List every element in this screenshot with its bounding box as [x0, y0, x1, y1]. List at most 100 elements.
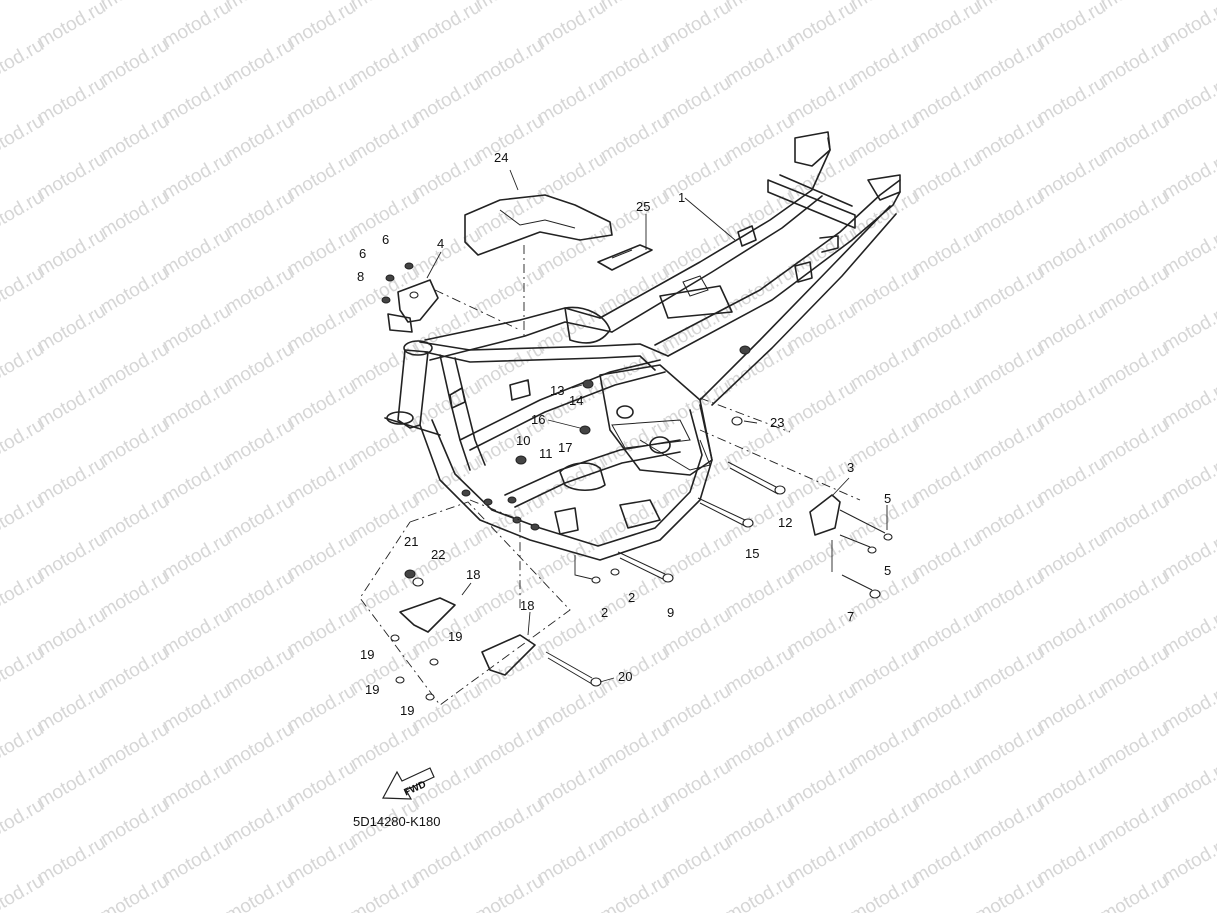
watermark-text: motod.ru [597, 263, 672, 319]
watermark-text: motod.ru [34, 453, 109, 509]
watermark-text: motod.ru [409, 301, 484, 357]
watermark-text: motod.ru [97, 719, 172, 775]
watermark-text: motod.ru [159, 149, 234, 205]
watermark-text: motod.ru [347, 0, 422, 14]
watermark-text: motod.ru [0, 339, 47, 395]
watermark-text: motod.ru [1034, 73, 1109, 129]
watermark-text: motod.ru [1034, 529, 1109, 585]
watermark-text: motod.ru [847, 719, 922, 775]
watermark-text: motod.ru [659, 833, 734, 889]
watermark-text: motod.ru [1034, 757, 1109, 813]
watermark-text: motod.ru [1159, 605, 1217, 661]
watermark-text: motod.ru [722, 187, 797, 243]
watermark-text: motod.ru [722, 719, 797, 775]
part-label-21: 21 [404, 534, 418, 549]
watermark-text: motod.ru [1159, 529, 1217, 585]
watermark-text: motod.ru [97, 871, 172, 913]
watermark-text: motod.ru [659, 225, 734, 281]
part-label-25: 25 [636, 199, 650, 214]
watermark-text: motod.ru [909, 0, 984, 52]
bracket-4 [397, 279, 439, 323]
watermark-text: motod.ru [659, 681, 734, 737]
watermark-text: motod.ru [1159, 73, 1217, 129]
part-label-4: 4 [437, 236, 444, 251]
watermark-text: motod.ru [597, 111, 672, 167]
watermark-text: motod.ru [847, 643, 922, 699]
watermark-text: motod.ru [347, 111, 422, 167]
watermark-text: motod.ru [909, 149, 984, 205]
part-label-2b: 2 [628, 590, 635, 605]
watermark-text: motod.ru [159, 453, 234, 509]
watermark-text: motod.ru [409, 0, 484, 52]
part-label-11: 11 [539, 446, 553, 461]
watermark-text: motod.ru [222, 491, 297, 547]
watermark-text: motod.ru [159, 73, 234, 129]
watermark-text: motod.ru [34, 833, 109, 889]
watermark-text: motod.ru [534, 73, 609, 129]
part-label-17: 17 [558, 440, 572, 455]
watermark-text: motod.ru [909, 453, 984, 509]
fwd-arrow-icon: FWD [382, 767, 435, 800]
watermark-text: motod.ru [0, 35, 47, 91]
watermark-text: motod.ru [972, 795, 1047, 851]
watermark-text: motod.ru [284, 529, 359, 585]
bracket-18b [481, 634, 536, 676]
watermark-text: motod.ru [784, 377, 859, 433]
watermark-text: motod.ru [472, 871, 547, 913]
part-label-15: 15 [745, 546, 759, 561]
watermark-text: motod.ru [97, 643, 172, 699]
watermark-text: motod.ru [97, 339, 172, 395]
part-label-9: 9 [667, 605, 674, 620]
watermark-text: motod.ru [597, 871, 672, 913]
part-label-23: 23 [770, 415, 784, 430]
part-label-8: 8 [357, 269, 364, 284]
watermark-text: motod.ru [0, 719, 47, 775]
watermark-text: motod.ru [0, 643, 47, 699]
watermark-text: motod.ru [659, 453, 734, 509]
watermark-text: motod.ru [97, 35, 172, 91]
watermark-text: motod.ru [409, 833, 484, 889]
watermark-text: motod.ru [347, 35, 422, 91]
watermark-text: motod.ru [159, 377, 234, 433]
part-label-24: 24 [494, 150, 508, 165]
watermark-text: motod.ru [909, 529, 984, 585]
watermark-text: motod.ru [159, 225, 234, 281]
watermark-text: motod.ru [159, 301, 234, 357]
part-label-14: 14 [569, 393, 583, 408]
part-label-10: 10 [516, 433, 530, 448]
watermark-text: motod.ru [1097, 871, 1172, 913]
watermark-text: motod.ru [972, 491, 1047, 547]
watermark-text: motod.ru [472, 0, 547, 14]
watermark-text: motod.ru [847, 0, 922, 14]
lower-bracket-outline [359, 501, 571, 706]
watermark-text: motod.ru [34, 301, 109, 357]
watermark-text: motod.ru [1159, 301, 1217, 357]
watermark-text: motod.ru [284, 149, 359, 205]
watermark-text: motod.ru [909, 605, 984, 661]
watermark-text: motod.ru [972, 111, 1047, 167]
part-label-3: 3 [847, 460, 854, 475]
watermark-text: motod.ru [1034, 0, 1109, 52]
watermark-text: motod.ru [97, 187, 172, 243]
watermark-text: motod.ru [284, 833, 359, 889]
watermark-text: motod.ru [972, 35, 1047, 91]
watermark-text: motod.ru [284, 225, 359, 281]
watermark-text: motod.ru [784, 681, 859, 737]
watermark-text: motod.ru [0, 871, 47, 913]
watermark-text: motod.ru [972, 871, 1047, 913]
watermark-text: motod.ru [1034, 453, 1109, 509]
watermark-text: motod.ru [409, 225, 484, 281]
watermark-text: motod.ru [534, 529, 609, 585]
part-label-19d: 19 [400, 703, 414, 718]
watermark-text: motod.ru [222, 187, 297, 243]
watermark-text: motod.ru [534, 0, 609, 52]
part-label-18b: 18 [520, 598, 534, 613]
part-label-13: 13 [550, 383, 564, 398]
part-label-6a: 6 [382, 232, 389, 247]
part-label-16: 16 [531, 412, 545, 427]
watermark-text: motod.ru [909, 833, 984, 889]
watermark-text: motod.ru [472, 795, 547, 851]
watermark-text: motod.ru [534, 149, 609, 205]
watermark-text: motod.ru [222, 111, 297, 167]
